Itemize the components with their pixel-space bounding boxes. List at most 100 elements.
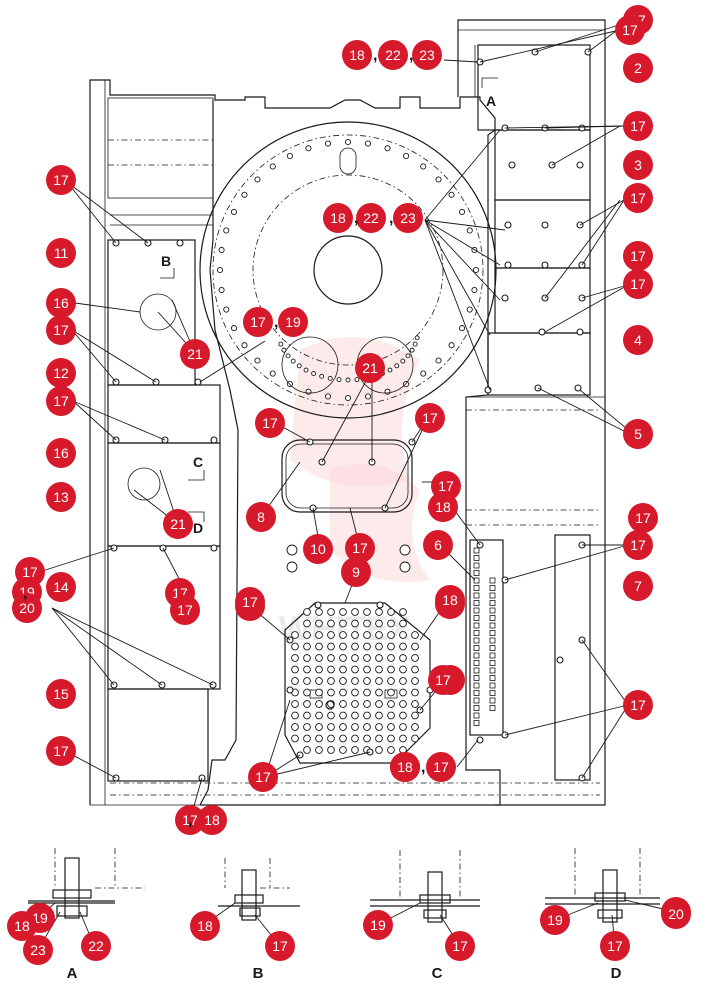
callout-22: 22 xyxy=(81,931,111,961)
grille-10 xyxy=(284,602,431,764)
svg-text:21: 21 xyxy=(187,346,203,362)
panel-13 xyxy=(107,442,221,547)
callout-17: 17 xyxy=(623,183,653,213)
svg-text:,: , xyxy=(409,47,413,64)
callout-23: 23 xyxy=(393,203,423,233)
callout-17: 17 xyxy=(255,408,285,438)
svg-text:4: 4 xyxy=(634,332,642,348)
view-marker-d: D xyxy=(193,520,203,536)
panel-12 xyxy=(107,384,221,444)
svg-text:19: 19 xyxy=(285,314,301,330)
view-markers: A B C D xyxy=(160,77,498,536)
callout-10: 10 xyxy=(303,534,333,564)
callout-17: 17 xyxy=(628,503,658,533)
svg-text:20: 20 xyxy=(19,600,35,616)
view-marker-a: A xyxy=(486,93,496,109)
callout-17: 17 xyxy=(445,931,475,961)
svg-text:17: 17 xyxy=(177,602,193,618)
callout-21: 21 xyxy=(163,509,193,539)
svg-text:,: , xyxy=(274,314,278,331)
svg-text:19: 19 xyxy=(370,917,386,933)
panel-15 xyxy=(107,688,209,782)
callout-20: 20 xyxy=(12,593,42,623)
svg-text:17: 17 xyxy=(630,276,646,292)
svg-text:17: 17 xyxy=(435,672,451,688)
svg-text:17: 17 xyxy=(630,118,646,134)
callout-7: 7 xyxy=(623,571,653,601)
panel-14 xyxy=(107,545,221,690)
svg-text:7: 7 xyxy=(634,578,642,594)
callout-17: 17 xyxy=(623,530,653,560)
callout-17: 17 xyxy=(235,587,265,617)
svg-text:17: 17 xyxy=(433,759,449,775)
detail-a: A xyxy=(28,848,145,982)
callout-17: 17 xyxy=(46,315,76,345)
callout-16: 16 xyxy=(46,288,76,318)
callout-16: 16 xyxy=(46,438,76,468)
svg-text:18: 18 xyxy=(349,47,365,63)
svg-text:18: 18 xyxy=(435,499,451,515)
callout-18: 18 xyxy=(323,203,353,233)
callout-19: 19 xyxy=(540,905,570,935)
svg-text:14: 14 xyxy=(53,579,69,595)
svg-text:22: 22 xyxy=(88,938,104,954)
svg-text:10: 10 xyxy=(310,541,326,557)
gasket-8 xyxy=(285,443,409,509)
svg-text:17: 17 xyxy=(242,594,258,610)
svg-text:6: 6 xyxy=(434,537,442,553)
callout-11: 11 xyxy=(46,238,76,268)
callout-17: 17 xyxy=(248,762,278,792)
svg-text:23: 23 xyxy=(419,47,435,63)
callout-18: 18 xyxy=(428,492,458,522)
callout-3: 3 xyxy=(623,150,653,180)
svg-text:,: , xyxy=(23,585,27,602)
callout-23: 23 xyxy=(412,40,442,70)
callout-17: 17 xyxy=(426,752,456,782)
svg-text:,: , xyxy=(373,47,377,64)
left-panels xyxy=(107,239,221,782)
wheel-bolt-circle xyxy=(216,138,480,402)
svg-text:18: 18 xyxy=(14,918,30,934)
callout-6: 6 xyxy=(423,530,453,560)
svg-text:3: 3 xyxy=(634,157,642,173)
callout-8: 8 xyxy=(246,502,276,532)
svg-text:21: 21 xyxy=(170,516,186,532)
callout-17: 17 xyxy=(170,595,200,625)
callout-18: 18 xyxy=(435,585,465,615)
svg-text:18: 18 xyxy=(204,812,220,828)
svg-text:23: 23 xyxy=(400,210,416,226)
svg-text:22: 22 xyxy=(363,210,379,226)
svg-text:18: 18 xyxy=(442,592,458,608)
svg-text:,: , xyxy=(421,759,425,776)
callout-17: 17 xyxy=(243,307,273,337)
svg-text:17: 17 xyxy=(622,22,638,38)
callout-17: 17 xyxy=(345,533,375,563)
callout-15: 15 xyxy=(46,679,76,709)
callout-18: 18 xyxy=(190,911,220,941)
svg-text:17: 17 xyxy=(53,322,69,338)
callout-17: 17 xyxy=(623,690,653,720)
svg-text:17: 17 xyxy=(22,564,38,580)
svg-text:18: 18 xyxy=(397,759,413,775)
svg-text:16: 16 xyxy=(53,295,69,311)
callout-21: 21 xyxy=(355,353,385,383)
view-marker-b: B xyxy=(161,253,171,269)
svg-text:17: 17 xyxy=(630,190,646,206)
callout-22: 22 xyxy=(356,203,386,233)
callout-13: 13 xyxy=(46,482,76,512)
callout-20: 20 xyxy=(661,899,691,929)
right-panels xyxy=(469,44,591,781)
svg-text:11: 11 xyxy=(54,245,69,261)
view-marker-c: C xyxy=(193,454,203,470)
svg-text:19: 19 xyxy=(547,912,563,928)
detail-label-c: C xyxy=(432,965,443,982)
svg-text:17: 17 xyxy=(262,415,278,431)
grille-6-holes xyxy=(473,547,496,726)
detail-label-b: B xyxy=(253,965,264,982)
callout-17: 17 xyxy=(600,931,630,961)
detail-label-d: D xyxy=(611,965,622,982)
panel-11 xyxy=(107,239,196,386)
callout-18: 18 xyxy=(197,805,227,835)
